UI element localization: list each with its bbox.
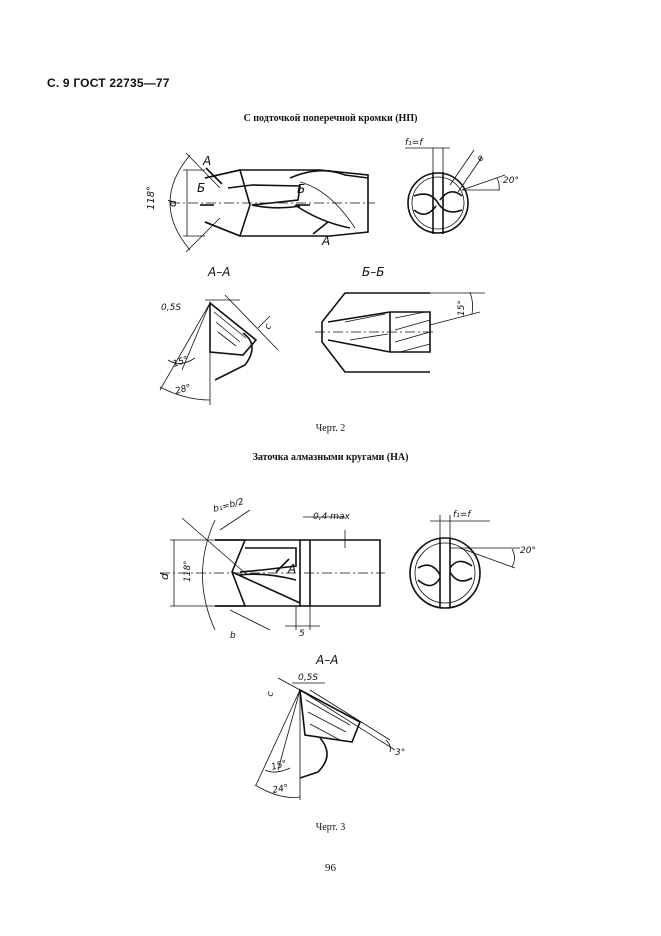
- label-b1: b₁=b/2: [212, 497, 245, 515]
- section-bb-fig2: Б–Б 15°: [315, 265, 485, 373]
- label-e: e: [475, 153, 487, 164]
- label-b: b: [230, 631, 236, 641]
- label-angle-118: 118°: [146, 186, 157, 210]
- label-section-bb: Б–Б: [362, 265, 384, 279]
- page-header: С. 9 ГОСТ 22735—77: [47, 76, 170, 90]
- figure-caption-3: Черт. 3: [315, 822, 346, 833]
- label-s055-fig3: 0,5S: [298, 673, 318, 683]
- figure-caption-2: Черт. 2: [315, 423, 346, 434]
- label-A-bottom: А: [321, 234, 330, 248]
- label-5: 5: [299, 629, 305, 639]
- page-number: 96: [325, 862, 336, 874]
- label-B-right: Б: [297, 182, 305, 196]
- label-d: d: [166, 199, 179, 207]
- section-title-na: Заточка алмазными кругами (НА): [252, 452, 409, 463]
- label-f1f: f₁=f: [405, 138, 424, 148]
- drill-end-view-fig2: f₁=f e 20°: [405, 138, 519, 234]
- label-angle-20-fig3: 20°: [520, 546, 536, 556]
- section-title-np: С подточкой поперечной кромки (НП): [243, 113, 418, 124]
- label-f1f-fig3: f₁=f: [453, 510, 472, 520]
- drill-end-view-fig3: f₁=f 20°: [409, 510, 536, 609]
- label-d-fig3: d: [158, 572, 171, 580]
- label-c: c: [263, 322, 274, 331]
- label-c-fig3: c: [265, 690, 276, 697]
- label-section-aa: А–А: [207, 265, 230, 279]
- label-angle-24: 24°: [272, 783, 289, 796]
- label-A-fig3: А: [287, 562, 296, 576]
- drill-side-view-fig2: 118° d А Б Б А: [146, 152, 375, 253]
- section-aa-fig3: А–А c 0,5S 3° 15° 24°: [254, 653, 405, 800]
- label-section-aa-fig3: А–А: [315, 653, 338, 667]
- label-angle-3: 3°: [395, 748, 405, 758]
- label-angle-20: 20°: [503, 176, 519, 186]
- label-angle-118-fig3: 118°: [183, 560, 193, 582]
- label-A-top: А: [202, 154, 211, 168]
- label-04max: 0,4 max: [313, 512, 350, 522]
- label-B-left: Б: [197, 181, 205, 195]
- section-aa-fig2: А–А 0,5S c 15° 28°: [159, 265, 279, 405]
- label-angle-15: 15°: [172, 355, 190, 370]
- drill-side-view-fig3: b₁=b/2 0,4 max d 118° А b 5: [158, 497, 385, 641]
- label-angle-15-fig3: 15°: [270, 759, 288, 773]
- label-s055: 0,5S: [161, 303, 181, 313]
- label-angle-15b: 15°: [457, 300, 467, 316]
- label-angle-28: 28°: [174, 383, 192, 397]
